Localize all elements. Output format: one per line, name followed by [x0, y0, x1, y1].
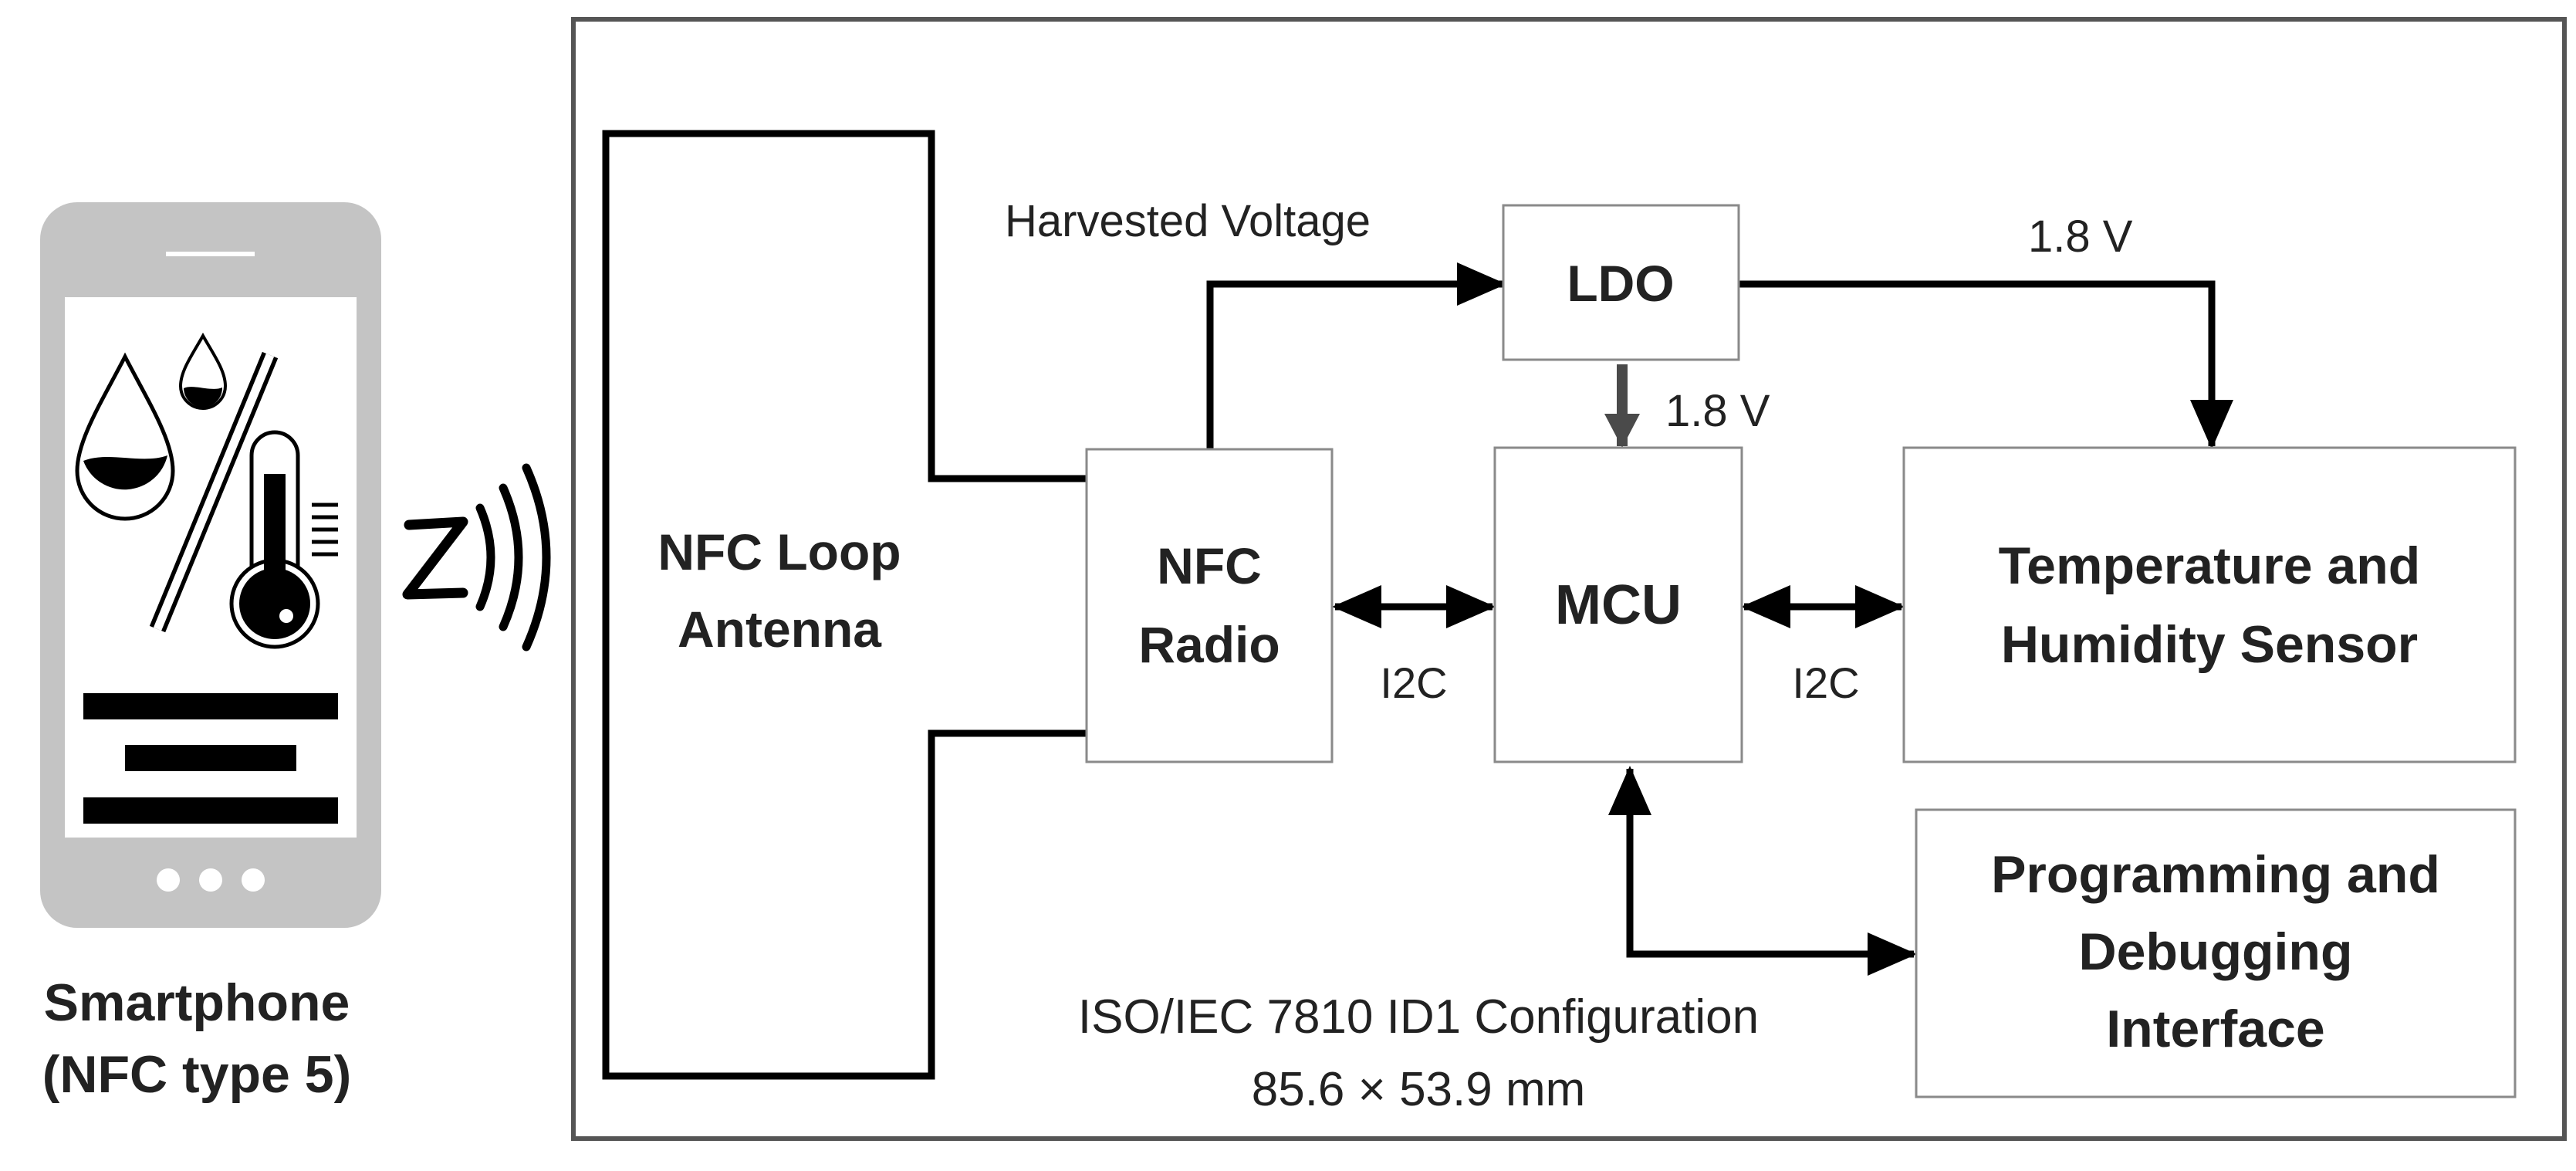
mcu-debug-arrow: [1608, 766, 1917, 976]
screen-text-bar: [83, 797, 338, 824]
nav-dot: [157, 868, 180, 892]
harvested-voltage-label: Harvested Voltage: [1005, 196, 1371, 246]
radio-mcu-bus-label: I2C: [1380, 658, 1447, 707]
antenna-label-line2: Antenna: [678, 601, 882, 658]
mcu-label: MCU: [1555, 574, 1682, 636]
nfc-wave-icon: [402, 463, 551, 651]
percent-icon: [149, 351, 279, 633]
harvested-voltage-arrow: [1206, 262, 1506, 449]
ldo-block: [1502, 204, 1740, 361]
antenna-loop-trace: [602, 130, 1087, 1080]
smartphone-label-line1: Smartphone: [44, 973, 350, 1032]
debug-label-line2: Debugging: [2078, 922, 2352, 981]
small-water-drop-icon: [178, 332, 228, 410]
nav-dot: [242, 868, 265, 892]
smartphone: Smartphone (NFC type 5): [40, 202, 381, 1104]
card-outline: [571, 17, 2567, 1141]
phone-speaker: [166, 252, 255, 256]
sensor-block: [1902, 446, 2517, 763]
ldo-to-sensor-arrow: [1739, 280, 2233, 449]
sensor-label-line1: Temperature and: [1999, 536, 2421, 595]
screen-text-bar: [125, 745, 296, 771]
radio-label-line2: Radio: [1138, 616, 1280, 673]
debug-label-line1: Programming and: [1991, 845, 2440, 904]
screen-text-bar: [83, 693, 338, 719]
water-drop-icon: [75, 352, 175, 521]
sensor-label-line2: Humidity Sensor: [2001, 615, 2418, 674]
antenna-label-line1: NFC Loop: [658, 523, 901, 580]
ldo-sensor-voltage-label: 1.8 V: [2028, 212, 2133, 262]
thermometer-icon: [229, 430, 338, 649]
ldo-mcu-voltage-label: 1.8 V: [1665, 386, 1770, 436]
card-caption-line1: ISO/IEC 7810 ID1 Configuration: [1078, 990, 1759, 1044]
card-caption-line2: 85.6 × 53.9 mm: [1252, 1063, 1586, 1116]
nav-dot: [199, 868, 222, 892]
debug-block: [1915, 808, 2517, 1098]
nfc-radio-block: [1085, 448, 1334, 763]
ldo-label: LDO: [1567, 255, 1674, 312]
mcu-sensor-bus-label: I2C: [1792, 658, 1859, 707]
mcu-block: [1493, 446, 1743, 763]
smartphone-label-line2: (NFC type 5): [42, 1045, 351, 1104]
debug-label-line3: Interface: [2106, 1000, 2324, 1058]
radio-label-line1: NFC: [1157, 537, 1262, 594]
